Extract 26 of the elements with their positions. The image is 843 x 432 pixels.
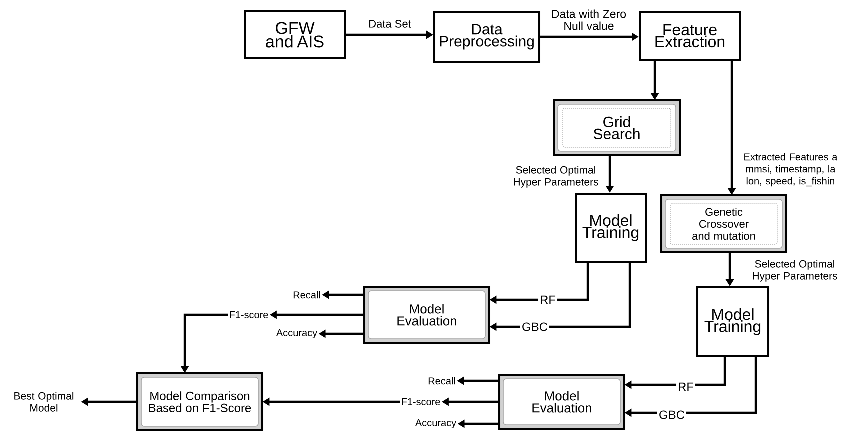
output-label: F1-score (402, 398, 440, 406)
edge-label: RF (676, 381, 696, 393)
process-box: Model Training (696, 286, 770, 358)
output-label: Best Optimal Model (14, 392, 74, 412)
output-label: Accuracy (415, 420, 457, 428)
process-box: Grid Search (553, 100, 681, 156)
process-box: Genetic Crossover and mutation (660, 194, 788, 254)
process-box: Model Evaluation (498, 374, 626, 430)
process-box: Feature Extraction (639, 11, 741, 61)
output-label: Recall (294, 291, 320, 299)
output-label: Recall (428, 377, 456, 385)
edge-label: GBC (658, 409, 686, 421)
edge-label: Extracted Features a mmsi, timestamp, la lon, speed, is_fishin (744, 153, 838, 187)
process-box: Model Evaluation (364, 286, 490, 344)
edge-label: GBC (520, 321, 550, 333)
edge-label: Data with Zero Null value (552, 10, 626, 30)
output-label: F1-score (230, 312, 268, 318)
process-box: GFW and AIS (244, 10, 346, 60)
process-box: Model Training (575, 193, 647, 263)
edge-label: Data Set (370, 20, 412, 28)
edge-label: Selected Optimal Hyper Parameters (753, 260, 838, 282)
process-box: Model Comparison Based on F1-Score (136, 372, 264, 432)
process-box: Data Preprocessing (434, 11, 540, 63)
edge-label: Selected Optimal Hyper Parameters (514, 166, 598, 188)
edge-label: RF (538, 294, 558, 306)
output-label: Accuracy (276, 330, 318, 338)
